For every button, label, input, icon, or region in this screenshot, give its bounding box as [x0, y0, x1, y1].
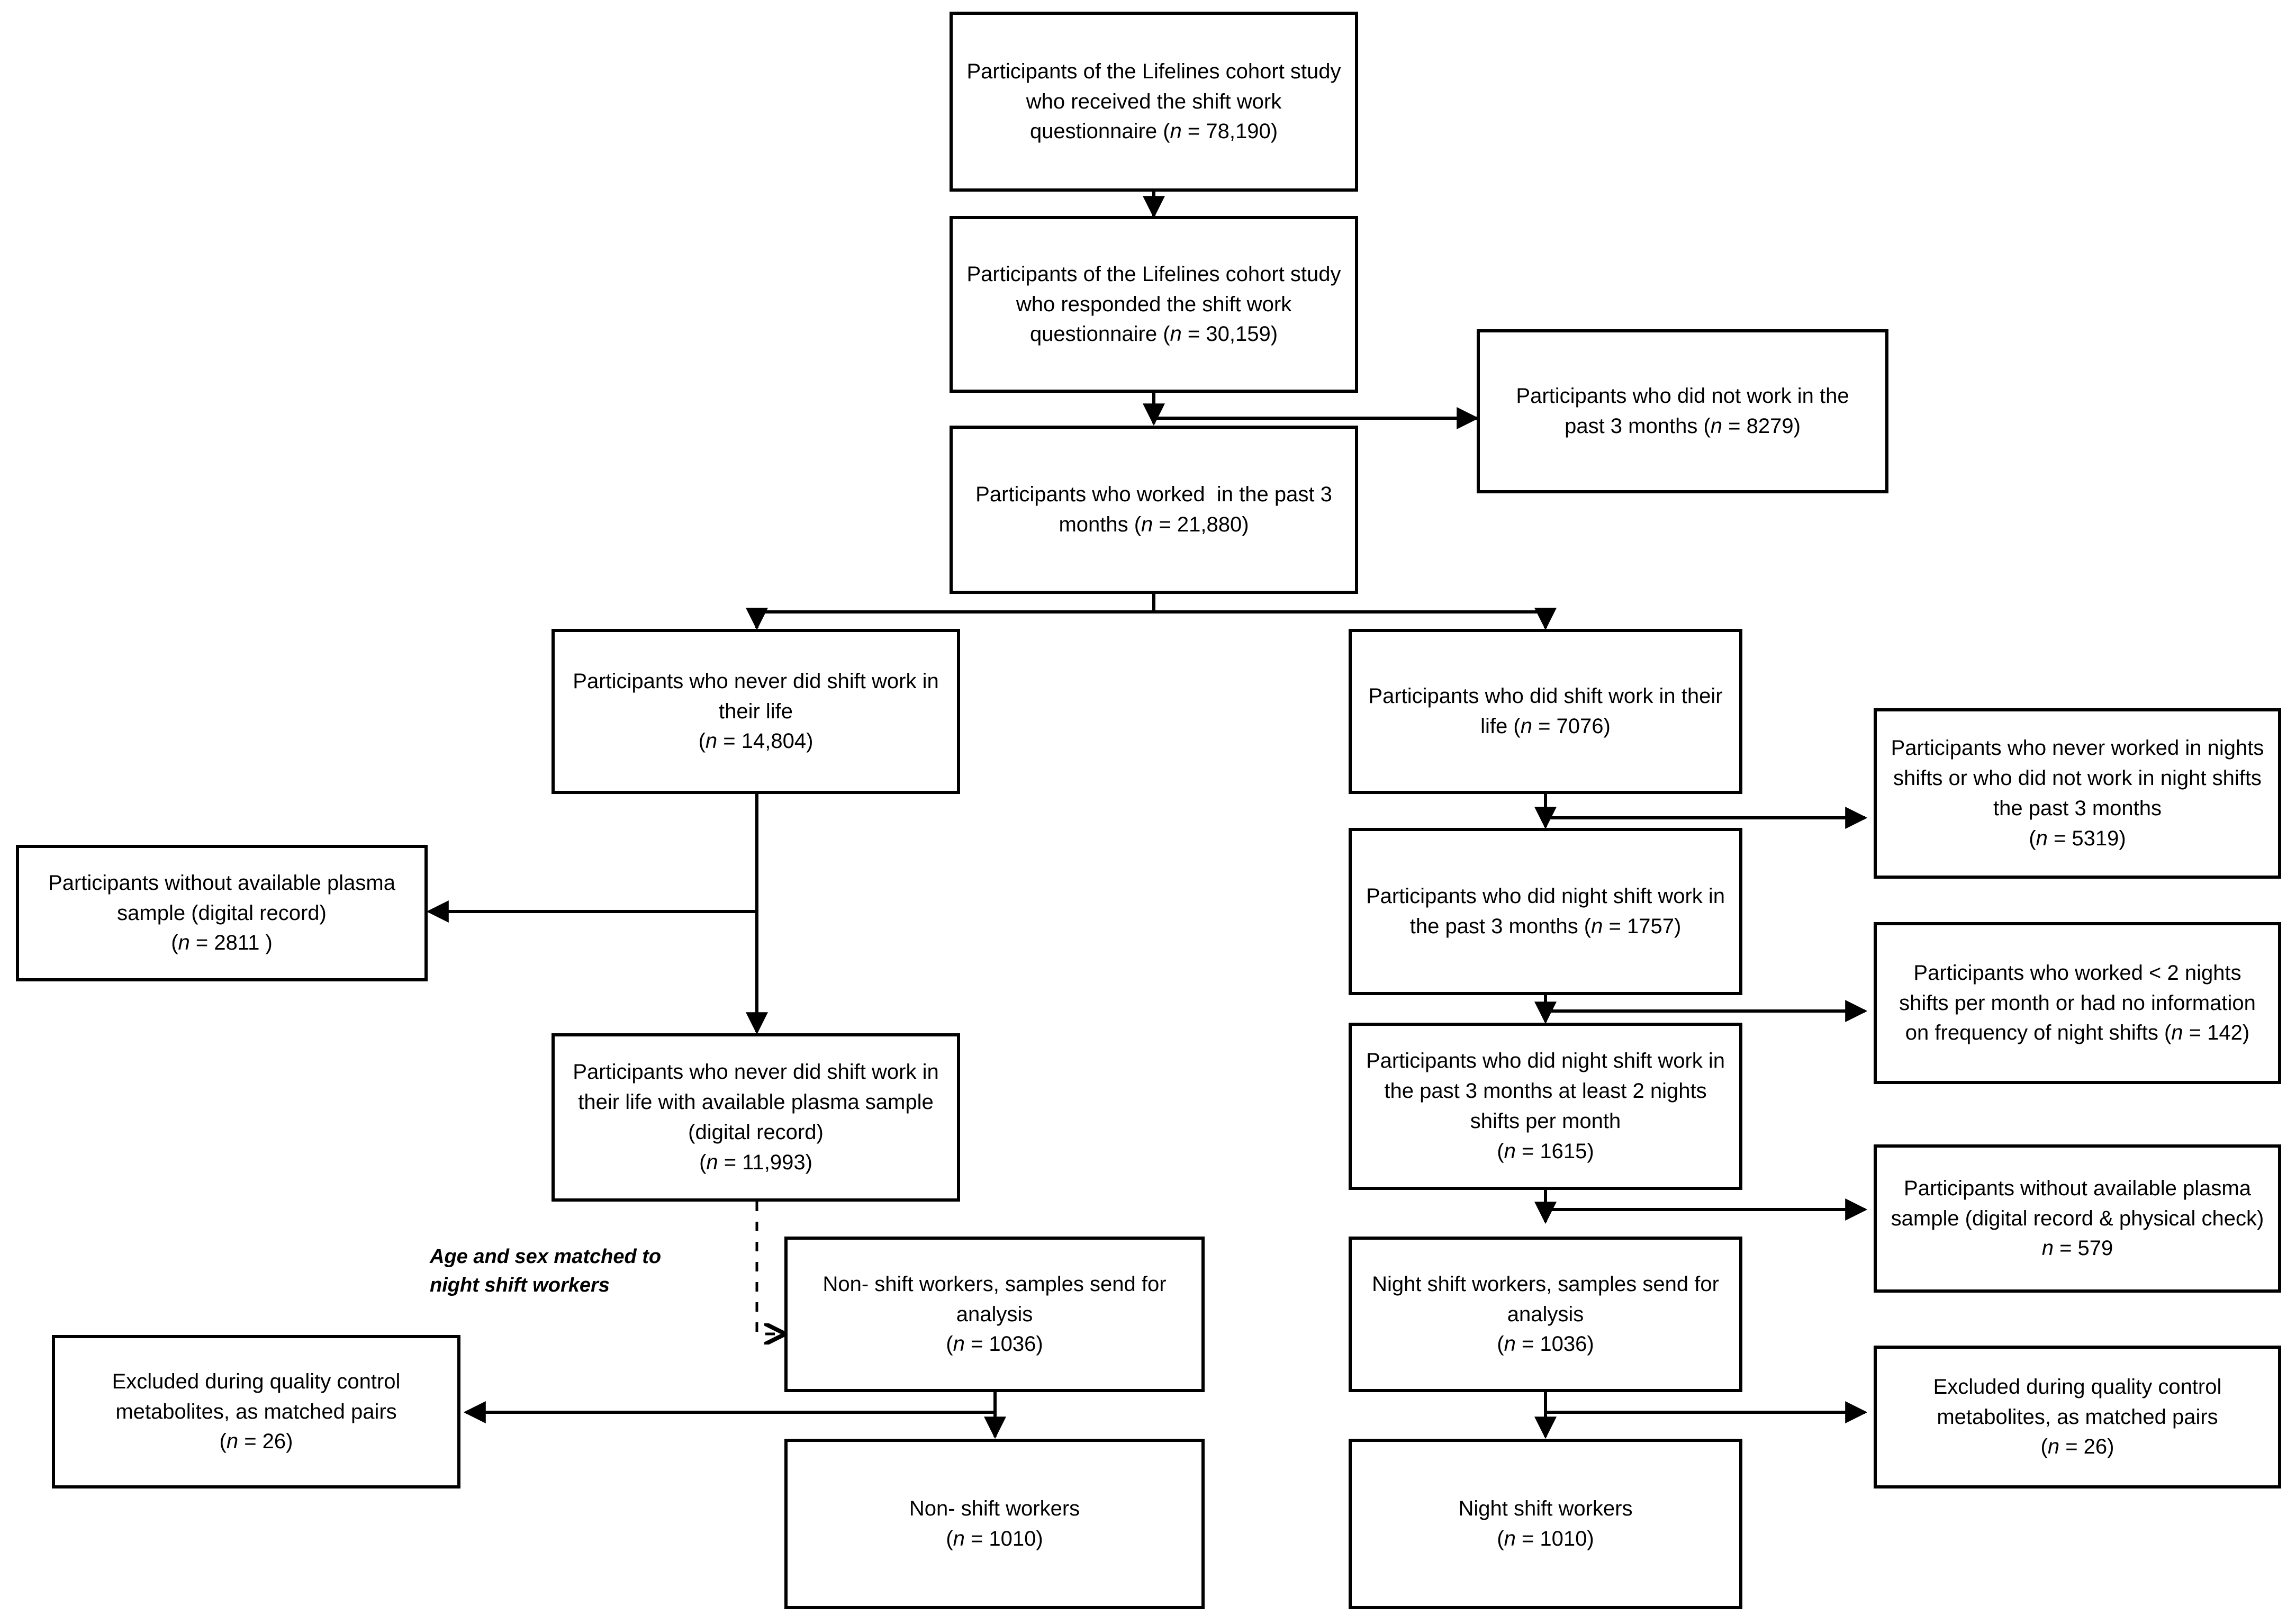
node-text: Participants of the Lifelines cohort stu… — [966, 59, 1341, 143]
annotation-matching-note: Age and sex matched to night shift worke… — [430, 1243, 769, 1300]
node-text: Participants who did night shift work in… — [1366, 1049, 1725, 1163]
node-night-shift-past-3-months: Participants who did night shift work in… — [1349, 828, 1742, 995]
node-night-shift-workers-final: Night shift workers(n = 1010) — [1349, 1439, 1742, 1609]
node-never-shift-work: Participants who never did shift work in… — [552, 629, 960, 794]
node-no-plasma-right: Participants without available plasma sa… — [1874, 1144, 2281, 1293]
node-text: Participants without available plasma sa… — [48, 871, 395, 955]
node-text: Participants who never did shift work in… — [573, 669, 939, 753]
node-text: Participants of the Lifelines cohort stu… — [966, 262, 1341, 346]
node-night-shift-at-least-2: Participants who did night shift work in… — [1349, 1023, 1742, 1190]
node-text: Participants who never did shift work in… — [573, 1060, 939, 1174]
node-excluded-qc-left: Excluded during quality control metaboli… — [52, 1335, 460, 1488]
node-text: Participants who did shift work in their… — [1368, 684, 1723, 738]
edge-didshift-to-nevernight — [1544, 807, 1868, 829]
node-no-plasma-left: Participants without available plasma sa… — [16, 845, 428, 981]
node-text: Night shift workers(n = 1010) — [1458, 1497, 1633, 1550]
node-text: Excluded during quality control metaboli… — [1933, 1375, 2222, 1459]
node-worked-past-3-months: Participants who worked in the past 3 mo… — [950, 426, 1358, 594]
node-text: Participants who never worked in nights … — [1891, 736, 2264, 850]
node-did-shift-work: Participants who did shift work in their… — [1349, 629, 1742, 794]
edge-worked-split-right — [1152, 594, 1557, 630]
node-responded-questionnaire: Participants of the Lifelines cohort stu… — [950, 216, 1358, 393]
node-night-shift-samples: Night shift workers, samples send for an… — [1349, 1237, 1742, 1392]
node-text: Night shift workers, samples send for an… — [1372, 1272, 1719, 1356]
node-non-shift-samples: Non- shift workers, samples send for ana… — [784, 1237, 1205, 1392]
edge-worked-split — [746, 594, 1155, 630]
node-text: Non- shift workers(n = 1010) — [909, 1497, 1080, 1550]
node-non-shift-workers-final: Non- shift workers(n = 1010) — [784, 1439, 1205, 1609]
edge-atleast2-to-noplasmaright — [1544, 1198, 1868, 1221]
node-received-questionnaire: Participants of the Lifelines cohort stu… — [950, 12, 1358, 192]
node-never-night-shifts: Participants who never worked in nights … — [1874, 708, 2281, 879]
node-text: Participants who worked < 2 nights shift… — [1899, 961, 2256, 1045]
node-never-shift-with-plasma: Participants who never did shift work in… — [552, 1033, 960, 1202]
annotation-line-2: night shift workers — [430, 1274, 610, 1296]
node-text: Participants who did not work in the pas… — [1516, 384, 1849, 438]
node-fewer-than-2-nights: Participants who worked < 2 nights shift… — [1874, 922, 2281, 1084]
node-text: Participants who did night shift work in… — [1366, 885, 1725, 938]
node-text: Participants who worked in the past 3 mo… — [975, 483, 1332, 536]
edge-responded-to-didnotwork — [1152, 400, 1479, 429]
node-text: Participants without available plasma sa… — [1891, 1176, 2264, 1260]
node-did-not-work: Participants who did not work in the pas… — [1477, 329, 1888, 493]
node-text: Excluded during quality control metaboli… — [112, 1369, 401, 1454]
annotation-line-1: Age and sex matched to — [430, 1246, 662, 1268]
node-text: Non- shift workers, samples send for ana… — [822, 1272, 1167, 1356]
node-excluded-qc-right: Excluded during quality control metaboli… — [1874, 1346, 2281, 1488]
edge-nightshift3m-to-fewer — [1544, 1000, 1868, 1022]
